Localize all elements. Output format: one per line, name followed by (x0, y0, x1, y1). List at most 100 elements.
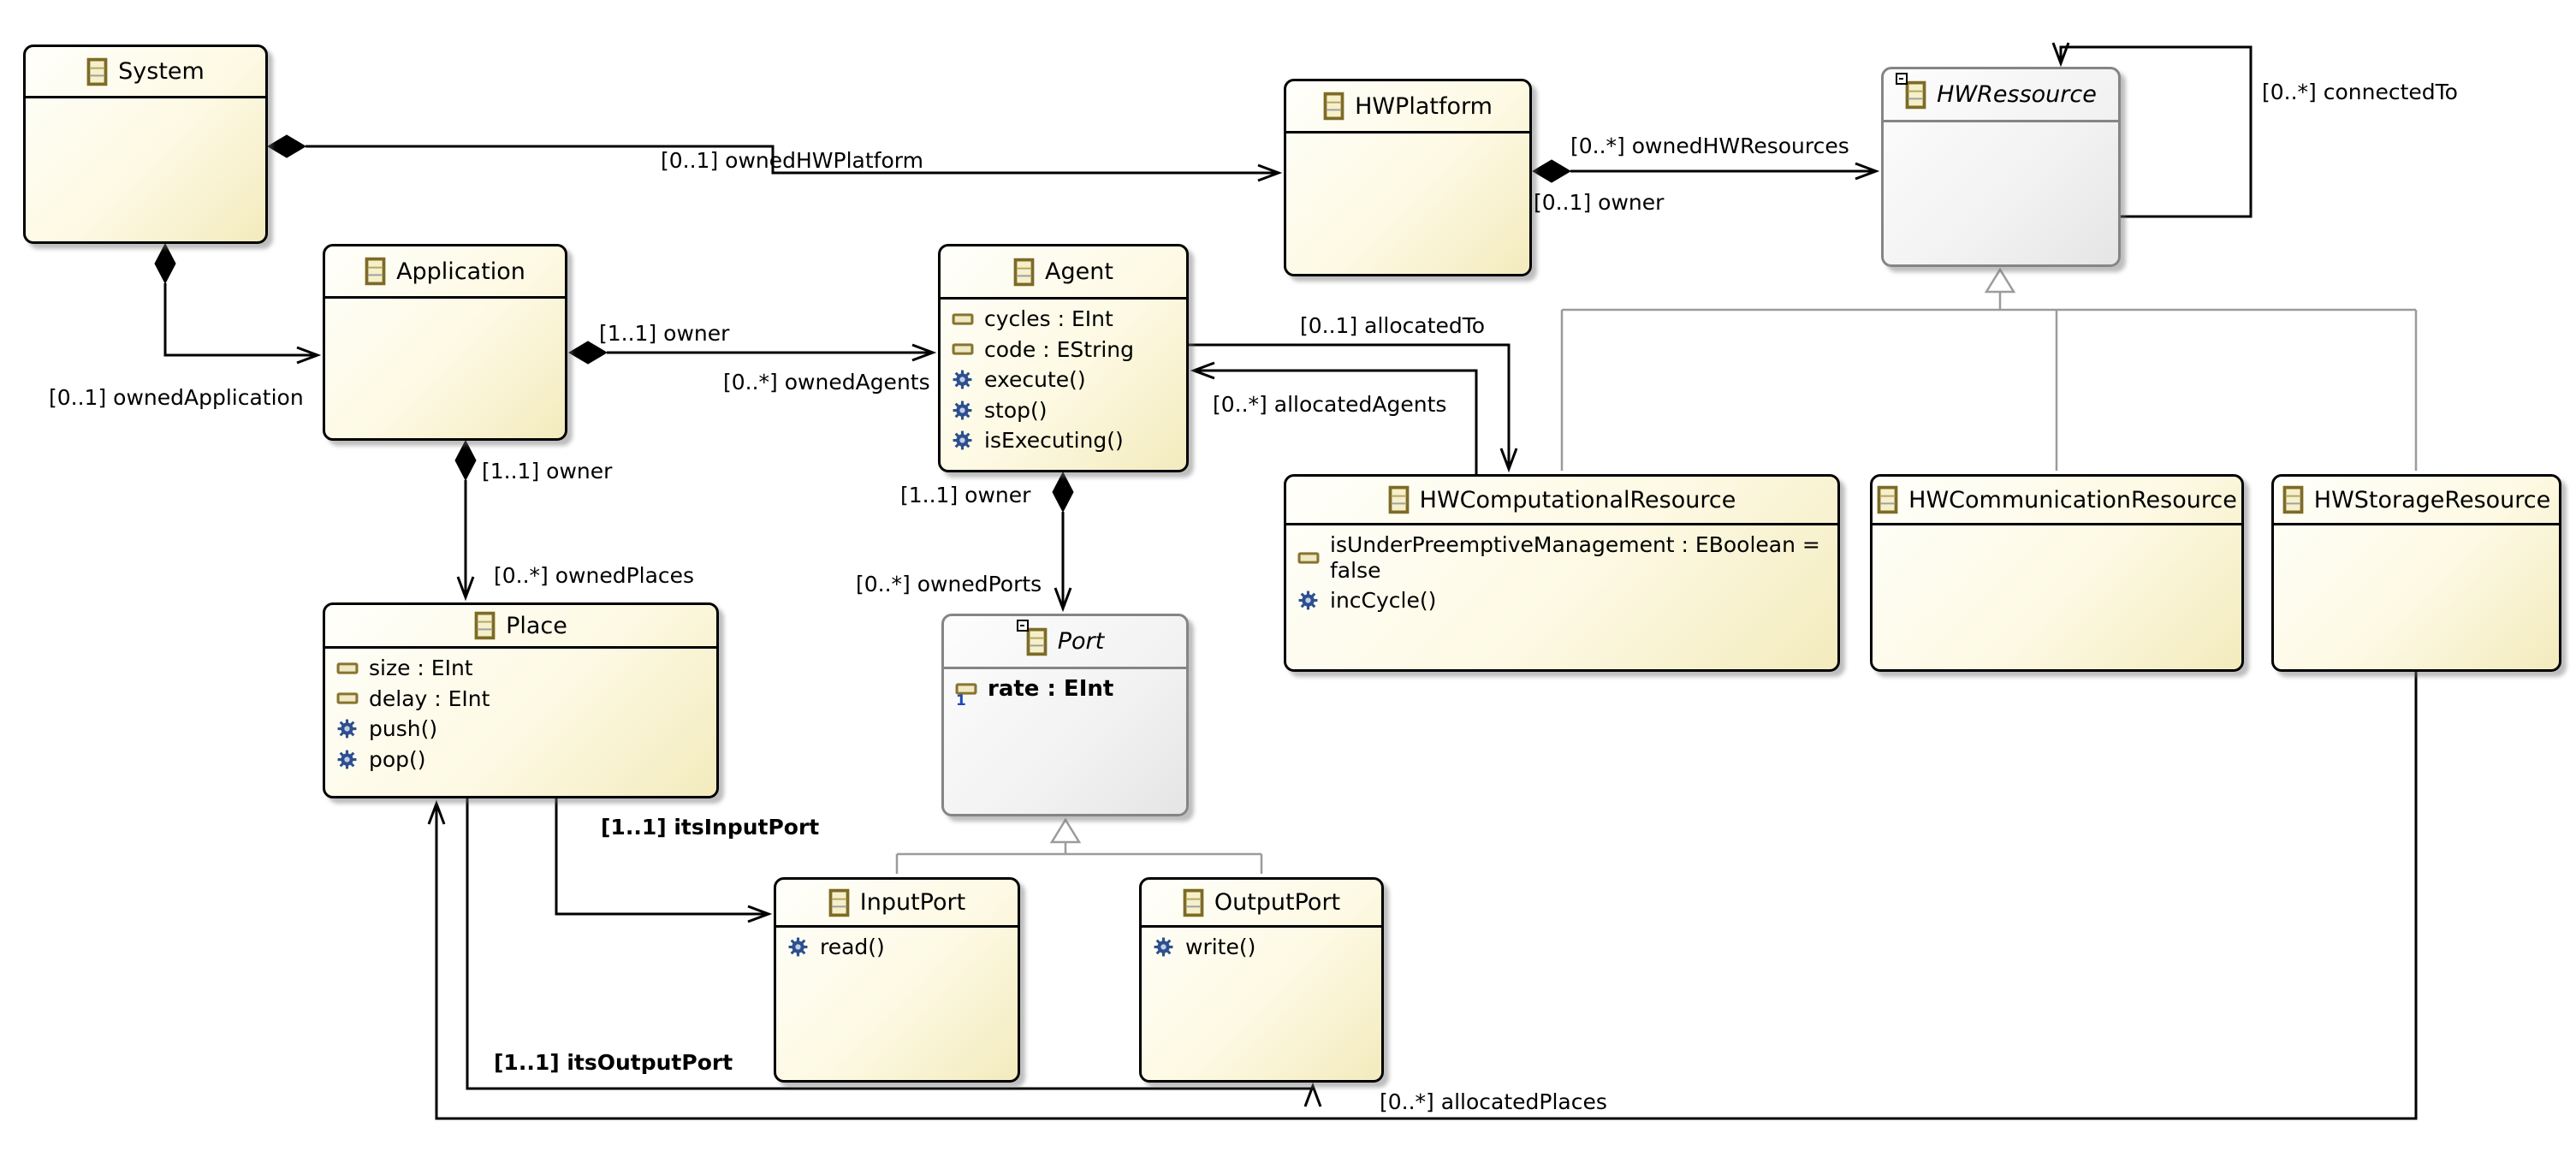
operation-text: execute() (984, 367, 1086, 392)
class-body (2274, 525, 2559, 530)
operation-row[interactable]: stop() (941, 395, 1186, 426)
operation-text: read() (820, 935, 885, 959)
edge-label[interactable]: [1..1] itsOutputPort (494, 1050, 733, 1075)
attribute-text: cycles : EInt (984, 306, 1113, 331)
operation-row[interactable]: execute() (941, 365, 1186, 395)
edge-connectedTo[interactable] (2051, 42, 2253, 218)
abstract-badge (1896, 72, 1908, 85)
class-body (1286, 134, 1529, 138)
class-OutputPort[interactable]: OutputPort write() (1139, 877, 1384, 1083)
operation-text: write() (1185, 935, 1256, 959)
operation-row[interactable]: incCycle() (1286, 585, 1837, 616)
edge-label[interactable]: [0..*] ownedPorts (856, 572, 1042, 596)
class-header: HWStorageResource (2274, 477, 2559, 525)
edge-ownedAgents[interactable] (568, 341, 937, 365)
class-Agent[interactable]: Agent cycles : EInt code : EString execute(… (938, 244, 1189, 472)
edge-itsOutputPort[interactable] (466, 798, 1322, 1107)
class-System[interactable]: System (23, 45, 268, 244)
edge-ownedApplication[interactable] (154, 242, 322, 365)
class-icon (1896, 72, 1926, 110)
class-name: Port (1057, 628, 1105, 655)
edge-ownedPlaces[interactable] (454, 439, 477, 602)
operation-text: isExecuting() (984, 428, 1124, 453)
class-HWRessource[interactable]: HWRessource (1881, 67, 2121, 267)
class-icon (1183, 888, 1204, 917)
operation-row[interactable]: read() (776, 932, 1018, 963)
generalization-hwressource[interactable] (1560, 267, 2418, 471)
operation-row[interactable]: push() (325, 714, 716, 745)
edge-ownedHWPlatform[interactable] (267, 134, 1283, 182)
attribute-row[interactable]: isUnderPreemptiveManagement : EBoolean =… (1286, 530, 1837, 585)
class-header: Agent (941, 246, 1186, 300)
class-icon (86, 57, 108, 86)
class-icon (474, 611, 496, 640)
edge-label[interactable]: [0..*] allocatedPlaces (1380, 1089, 1607, 1114)
attribute-row[interactable]: cycles : EInt (941, 304, 1186, 335)
class-icon (1877, 485, 1898, 514)
edge-label[interactable]: [0..*] ownedHWResources (1570, 134, 1849, 158)
operation-row[interactable]: pop() (325, 745, 716, 775)
edge-label[interactable]: [1..1] owner (900, 483, 1031, 507)
class-header: Port (944, 616, 1186, 669)
operation-row[interactable]: isExecuting() (941, 425, 1186, 456)
edge-allocatedTo[interactable] (1189, 343, 1518, 473)
class-HWCommunicationResource[interactable]: HWCommunicationResource (1870, 474, 2244, 672)
class-HWStorageResource[interactable]: HWStorageResource (2271, 474, 2561, 672)
attribute-text: size : EInt (369, 656, 473, 680)
class-Place[interactable]: Place size : EInt delay : EInt push()pop() (323, 602, 719, 798)
class-Port[interactable]: Port 1 rate : EInt (941, 614, 1189, 816)
edge-label[interactable]: [1..1] itsInputPort (601, 815, 820, 840)
attribute-text: delay : EInt (369, 685, 490, 711)
edge-allocatedAgents[interactable] (1190, 361, 1478, 474)
edge-label[interactable]: [0..1] ownedApplication (49, 385, 304, 410)
edge-itsInputPort[interactable] (555, 798, 773, 923)
class-name: System (118, 58, 205, 85)
class-body: read() (776, 928, 1018, 963)
class-body (26, 98, 265, 103)
edge-label[interactable]: [1..1] owner (482, 459, 613, 484)
class-header: InputPort (776, 880, 1018, 928)
operation-icon (336, 718, 359, 739)
required-badge: 1 (956, 692, 966, 710)
operation-text: stop() (984, 397, 1048, 423)
attribute-text: rate : EInt (988, 676, 1114, 702)
class-Application[interactable]: Application (323, 244, 567, 441)
attribute-row[interactable]: 1 rate : EInt (944, 674, 1186, 709)
edge-label[interactable]: [0..*] allocatedAgents (1213, 392, 1447, 417)
class-icon (365, 257, 386, 286)
attribute-row[interactable]: size : EInt (325, 653, 716, 684)
edge-label[interactable]: [0..1] owner (1534, 190, 1665, 215)
class-HWPlatform[interactable]: HWPlatform (1284, 79, 1532, 276)
class-header: OutputPort (1142, 880, 1381, 928)
attribute-row[interactable]: delay : EInt (325, 684, 716, 715)
edge-label[interactable]: [0..*] ownedAgents (723, 370, 930, 395)
class-name: Place (506, 612, 567, 639)
class-name: OutputPort (1214, 889, 1341, 916)
class-header: Place (325, 605, 716, 649)
class-HWComputationalResource[interactable]: HWComputationalResource isUnderPreemptive… (1284, 474, 1840, 672)
edge-ownedHWResources[interactable] (1532, 159, 1880, 183)
edge-label[interactable]: [0..1] ownedHWPlatform (661, 148, 923, 173)
edge-allocatedPlaces[interactable] (427, 672, 2418, 1120)
generalization-port[interactable] (895, 817, 1263, 874)
class-icon (2282, 485, 2304, 514)
edge-ownedPorts[interactable] (1052, 471, 1074, 613)
class-icon (1323, 92, 1344, 121)
edge-label[interactable]: [0..*] connectedTo (2262, 80, 2458, 104)
class-name: HWComputationalResource (1419, 486, 1736, 513)
class-InputPort[interactable]: InputPort read() (774, 877, 1020, 1083)
edge-label[interactable]: [0..*] ownedPlaces (494, 563, 695, 588)
abstract-badge (1016, 619, 1029, 632)
class-body (1873, 525, 2241, 530)
attribute-row[interactable]: code : EString (941, 335, 1186, 365)
class-icon (1016, 619, 1048, 656)
operation-text: pop() (369, 746, 426, 772)
edge-label[interactable]: [0..1] allocatedTo (1300, 313, 1486, 338)
attribute-icon (952, 312, 974, 327)
edge-label[interactable]: [1..1] owner (599, 321, 730, 346)
operation-row[interactable]: write() (1142, 932, 1381, 963)
attribute-text: code : EString (984, 336, 1135, 362)
operation-icon (787, 936, 810, 958)
